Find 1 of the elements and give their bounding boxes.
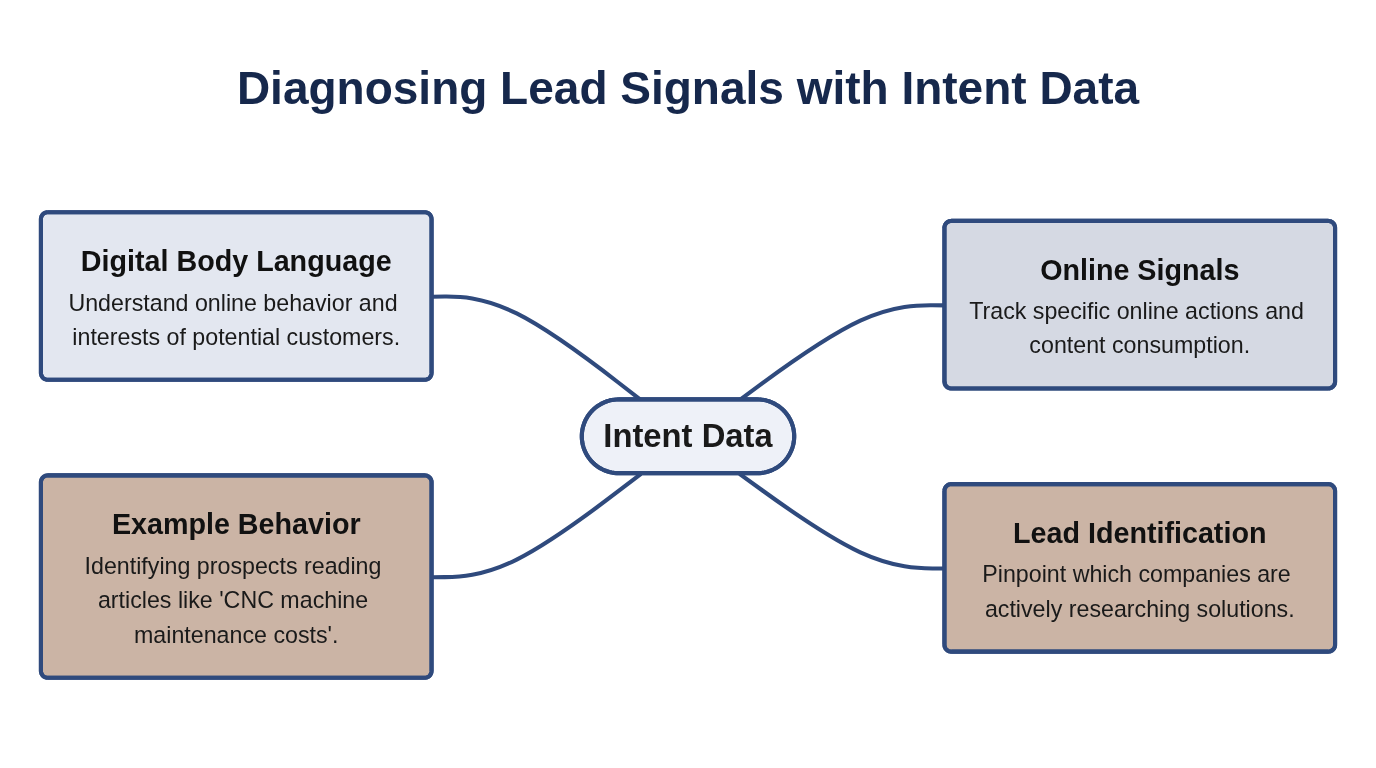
- diagram-title: Diagnosing Lead Signals with Intent Data: [235, 61, 1141, 116]
